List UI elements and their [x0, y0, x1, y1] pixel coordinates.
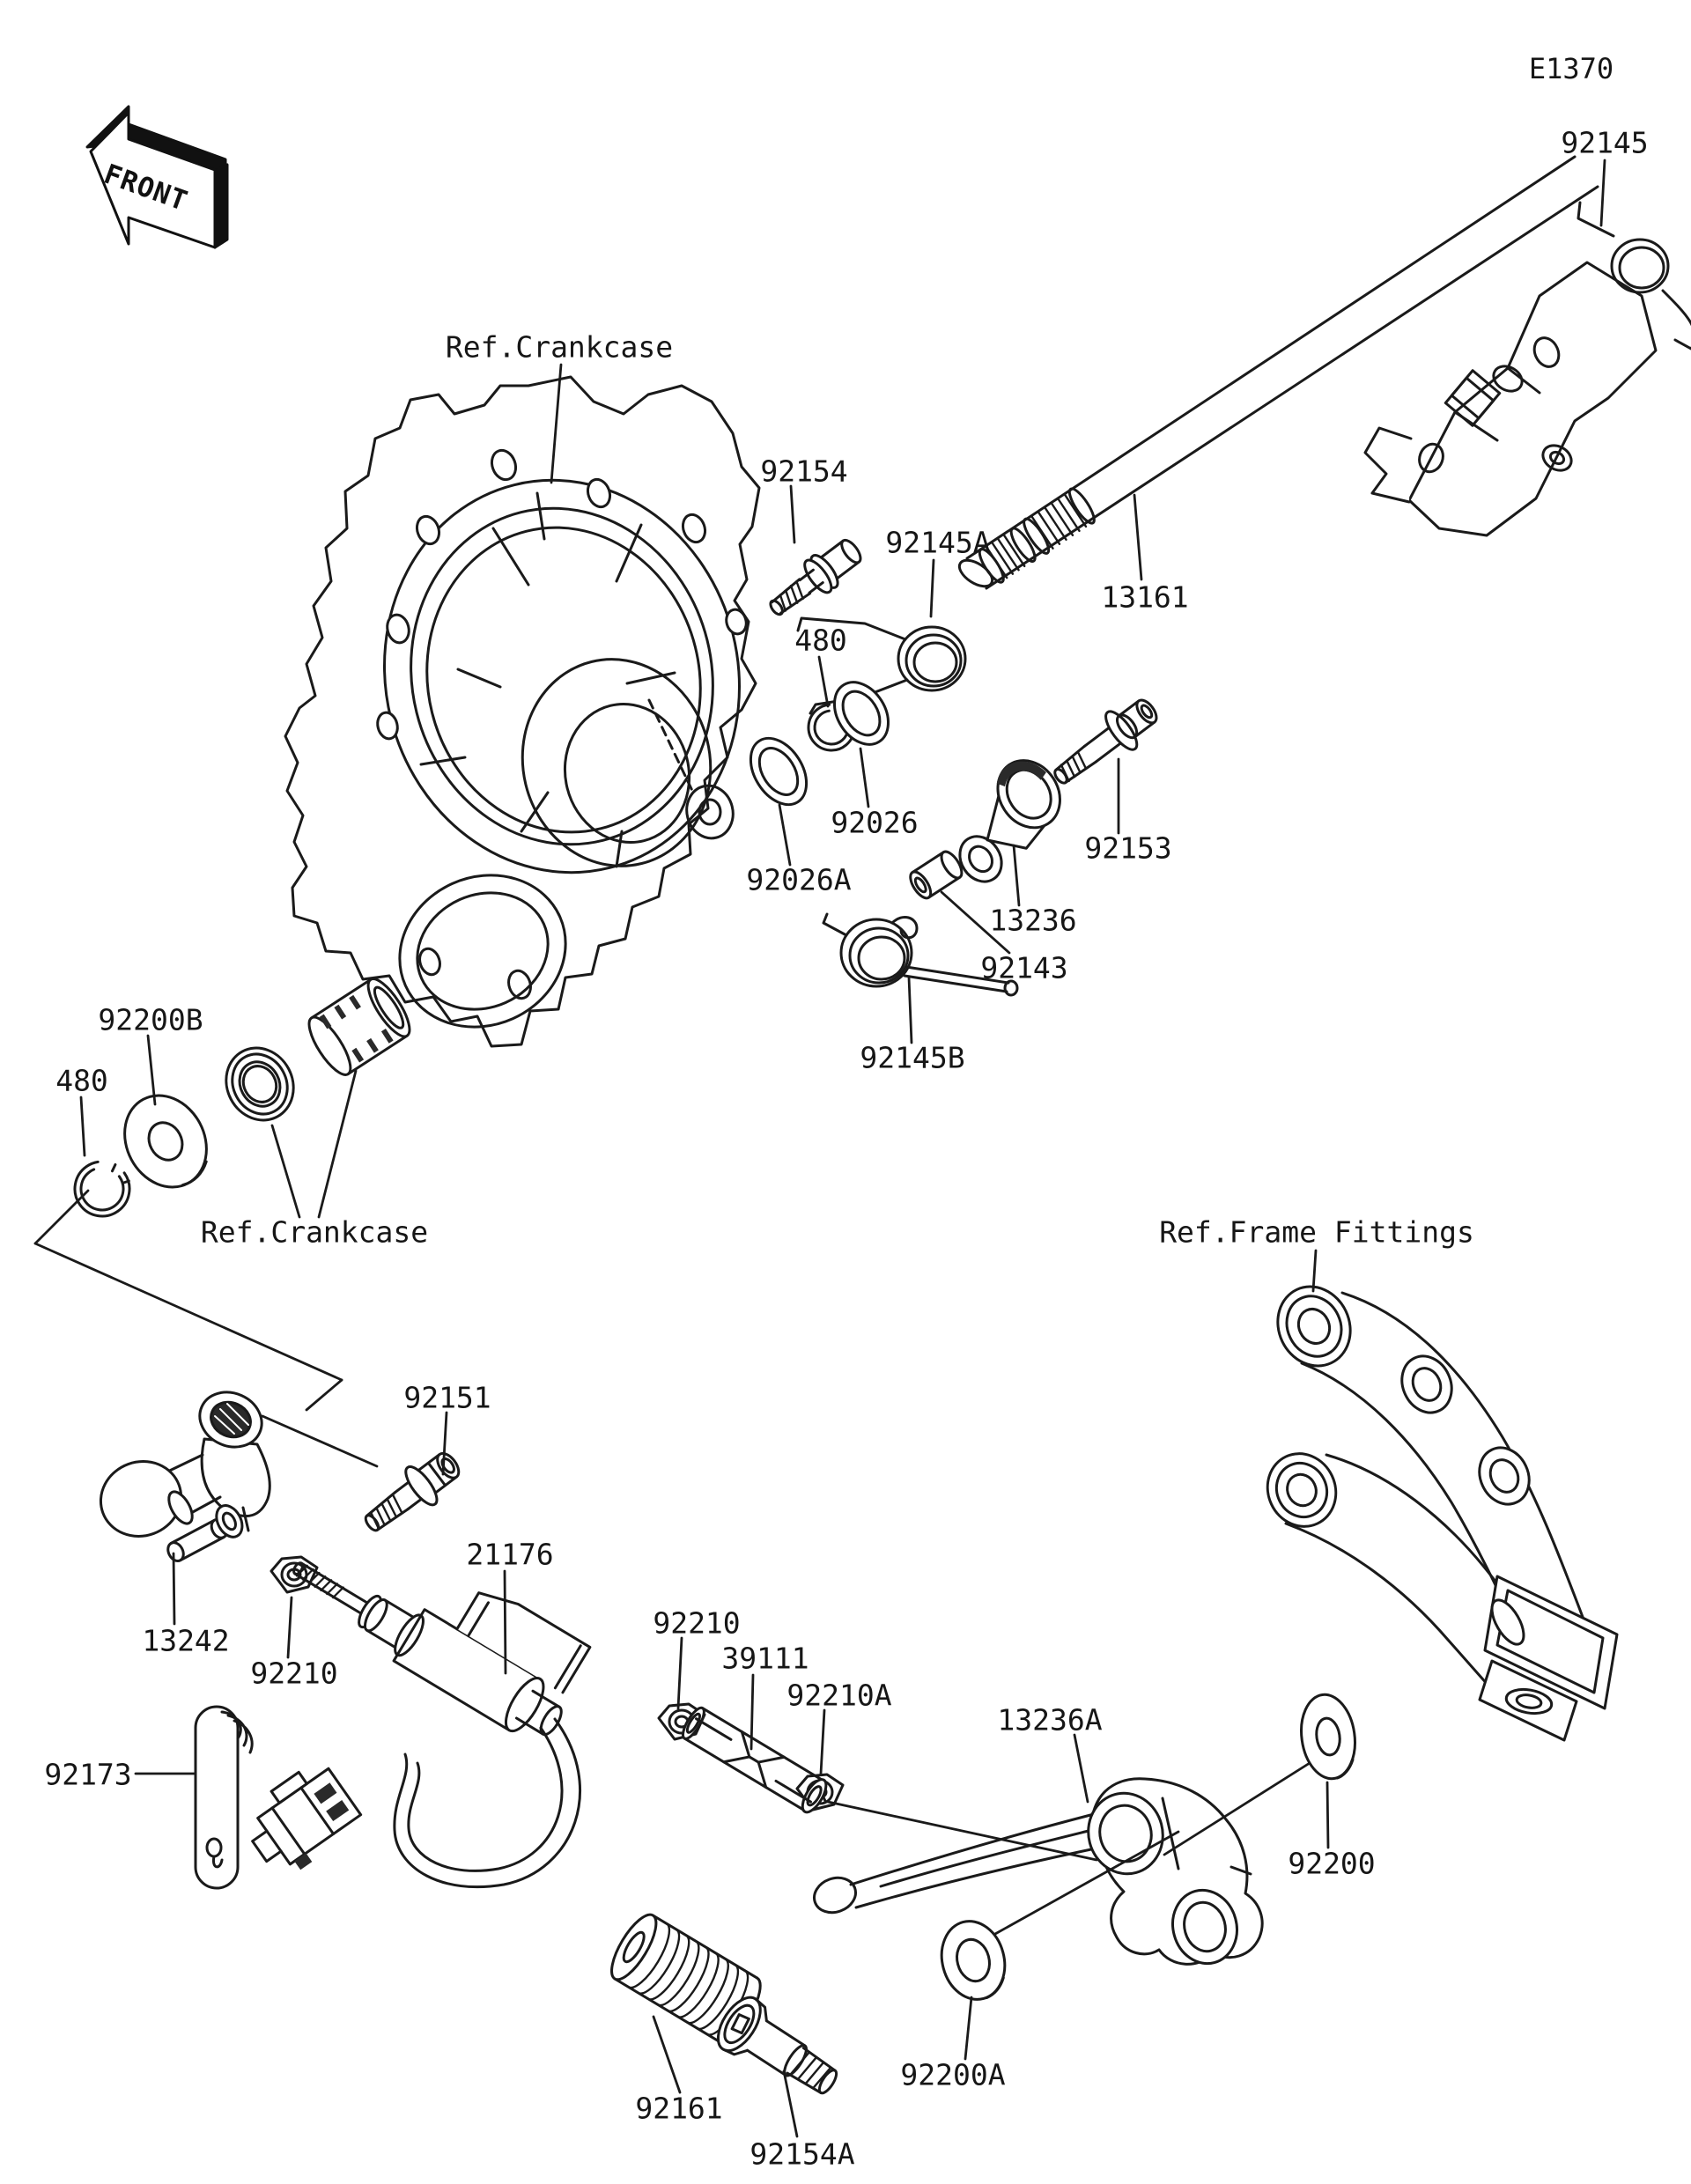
part-label-39111-18: 39111	[721, 1641, 809, 1676]
part-label-92154a-24: 92154A	[750, 2136, 855, 2172]
part-label-92210-15: 92210	[250, 1656, 338, 1691]
part-label-92200-22: 92200	[1288, 1846, 1376, 1881]
snap-ring-480-left-drawing	[73, 1160, 131, 1218]
reference-label-1: Ref.Crankcase	[200, 1214, 429, 1250]
part-label-480-4: 480	[794, 623, 847, 658]
part-label-13242-14: 13242	[142, 1623, 230, 1658]
switch-cable-drawing	[393, 1717, 581, 1889]
collar-92143-drawing	[909, 850, 964, 900]
bolt-92154-drawing	[769, 538, 862, 616]
part-label-92143-9: 92143	[980, 950, 1068, 985]
leader-lines	[33, 159, 1606, 2138]
part-label-92153-7: 92153	[1084, 830, 1172, 866]
front-arrow: FRONT	[85, 105, 229, 249]
part-label-13236a-20: 13236A	[997, 1702, 1103, 1738]
spring-92145b-drawing	[822, 912, 1019, 997]
oil-seal-drawing	[225, 1046, 295, 1122]
part-label-480-12: 480	[55, 1063, 108, 1098]
washer-92200-drawing	[1300, 1693, 1356, 1781]
page-code: E1370	[1528, 52, 1614, 85]
lever-13242-drawing	[99, 1391, 271, 1562]
part-label-92151-13: 92151	[403, 1380, 491, 1415]
shift-mechanism-head-drawing	[1363, 261, 1658, 537]
crankcase-cover-drawing	[284, 375, 761, 1048]
washer-92026-drawing	[833, 681, 890, 746]
washer-92200a-drawing	[940, 1920, 1007, 2001]
part-label-92145b-10: 92145B	[860, 1040, 965, 1075]
pin-92173-drawing	[194, 1705, 254, 1890]
part-label-21176-16: 21176	[466, 1537, 554, 1572]
part-label-92026-5: 92026	[831, 805, 919, 840]
frame-fitting-bracket-drawing	[1266, 1285, 1619, 1742]
part-label-92200b-11: 92200B	[98, 1002, 203, 1037]
bolt-92151-drawing	[364, 1451, 461, 1532]
bolt-92153-drawing	[1053, 698, 1158, 785]
reference-label-2: Ref.Frame Fittings	[1159, 1214, 1474, 1250]
pedal-13236a-drawing	[813, 1777, 1264, 1966]
part-label-13236-8: 13236	[989, 903, 1077, 938]
part-label-92154-1: 92154	[760, 454, 848, 489]
part-label-92173-21: 92173	[44, 1757, 132, 1792]
bolt-92154a-drawing	[716, 1996, 838, 2095]
switch-21176-drawing	[292, 1561, 592, 1737]
part-label-92145a-2: 92145A	[885, 525, 991, 560]
switch-connector-drawing	[251, 1767, 363, 1870]
part-label-13161-3: 13161	[1101, 579, 1189, 615]
return-spring-92145-drawing	[1577, 201, 1691, 350]
rod-39111-drawing	[682, 1706, 828, 1814]
part-label-92210a-19: 92210A	[786, 1678, 892, 1713]
needle-bearing-drawing	[307, 978, 411, 1076]
part-label-92210-17: 92210	[653, 1605, 741, 1641]
part-label-92200a-25: 92200A	[900, 2057, 1006, 2092]
shift-shaft-13161-drawing	[957, 155, 1599, 590]
part-label-92026a-6: 92026A	[746, 862, 852, 897]
part-label-92161-23: 92161	[635, 2091, 723, 2126]
lever-13236-drawing	[958, 759, 1061, 883]
reference-label-0: Ref.Crankcase	[445, 329, 674, 365]
washer-92026a-drawing	[749, 736, 809, 807]
part-label-92145-0: 92145	[1561, 125, 1649, 160]
washer-92200b-drawing	[123, 1094, 208, 1189]
